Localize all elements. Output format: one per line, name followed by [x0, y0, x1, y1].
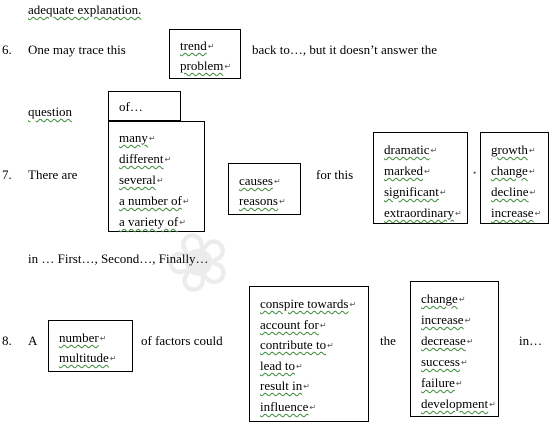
- item6-number: 6.: [2, 42, 12, 57]
- item6-question: question: [28, 104, 73, 119]
- top-fragment: adequate explanation.: [28, 2, 142, 17]
- option-increase: increase: [421, 312, 464, 327]
- item6-tail: back to…, but it doesn’t answer the: [252, 42, 437, 57]
- option-trend: trend: [180, 38, 207, 53]
- item6-choice-box: trend↵ problem↵: [169, 29, 241, 79]
- option-growth: growth: [491, 142, 528, 157]
- item7-adjective-box: dramatic↵ marked↵ significant↵ extraordi…: [373, 132, 468, 224]
- option-lead-to: lead to: [260, 358, 296, 373]
- option-conspire-towards: conspire towards: [260, 296, 349, 311]
- item7-noun-box: growth↵ change↵ decline↵ increase↵: [480, 132, 549, 224]
- option-number: number: [59, 330, 99, 345]
- option-change: change: [491, 163, 528, 178]
- option-influence: influence: [260, 399, 309, 414]
- option-development: development: [421, 396, 489, 411]
- of-option: of…: [119, 99, 143, 114]
- option-marked: marked: [384, 163, 423, 178]
- option-failure: failure: [421, 375, 455, 390]
- item8-mid: of factors could: [141, 333, 223, 348]
- option-significant: significant: [384, 184, 439, 199]
- item7-follow: in … First…, Second…, Finally…: [28, 251, 209, 266]
- option-dramatic: dramatic: [384, 142, 430, 157]
- option-several: several: [119, 172, 156, 187]
- item8-in: in…: [519, 333, 543, 348]
- option-causes: causes: [239, 173, 273, 188]
- item7-lead: There are: [28, 167, 78, 182]
- item7-quantity-box: many↵ different↵ several↵ a number of↵ a…: [108, 121, 205, 232]
- option-reasons: reasons: [239, 193, 278, 208]
- item6-lead: One may trace this: [28, 42, 126, 57]
- option-result-in: result in: [260, 378, 303, 393]
- option-many: many: [119, 130, 148, 145]
- option-decline: decline: [491, 184, 529, 199]
- option-different: different: [119, 151, 164, 166]
- item8-lead: A: [28, 333, 38, 348]
- option-decrease: decrease: [421, 333, 466, 348]
- item7-number: 7.: [2, 167, 12, 182]
- item8-noun-box: change↵ increase↵ decrease↵ success↵ fai…: [410, 281, 499, 417]
- option-success: success: [421, 354, 460, 369]
- item7-for-this: for this: [316, 167, 354, 182]
- option-increase: increase: [491, 205, 534, 220]
- option-extraordinary: extraordinary: [384, 205, 455, 220]
- item7-separator-dot: •: [473, 168, 477, 178]
- item8-the: the: [380, 333, 396, 348]
- item8-number: 8.: [2, 333, 12, 348]
- option-multitude: multitude: [59, 350, 109, 365]
- option-problem: problem: [180, 58, 224, 73]
- item6-of-box: of…: [108, 91, 181, 121]
- option-contribute-to: contribute to: [260, 337, 327, 352]
- item8-verb-box: conspire towards↵ account for↵ contribut…: [249, 286, 369, 422]
- option-a-variety-of: a variety of: [119, 214, 179, 229]
- option-a-number-of: a number of: [119, 193, 182, 208]
- item8-number-box: number↵ multitude↵: [48, 320, 133, 372]
- option-change: change: [421, 291, 458, 306]
- item7-cause-box: causes↵ reasons↵: [228, 163, 301, 215]
- option-account-for: account for: [260, 317, 319, 332]
